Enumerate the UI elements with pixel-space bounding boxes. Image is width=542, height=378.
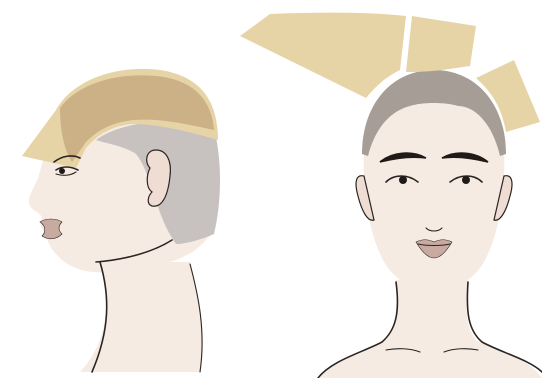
side-profile-head xyxy=(22,69,220,372)
front-eye-left-iris xyxy=(399,176,407,184)
front-head xyxy=(240,13,542,378)
front-gold-fan-2 xyxy=(406,16,476,72)
front-gold-fan-1 xyxy=(240,13,406,98)
front-eye-right-iris xyxy=(462,176,470,184)
profile-eye-iris xyxy=(59,168,65,174)
front-neck xyxy=(320,280,542,378)
